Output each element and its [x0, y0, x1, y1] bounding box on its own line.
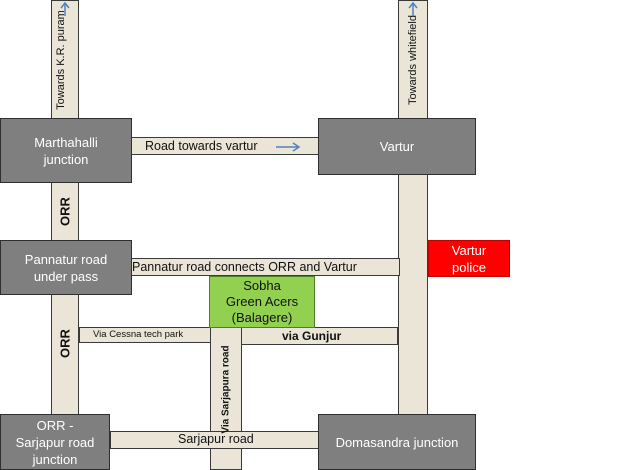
via-gunjur-label: via Gunjur — [282, 329, 342, 343]
towards-whitefield-label: Towards whitefield — [407, 15, 419, 105]
towards-kr-puram-label: Towards K.R. puram — [55, 10, 67, 110]
vartur-box: Vartur — [318, 118, 476, 175]
road-towards-vartur-label: Road towards vartur — [145, 139, 258, 153]
domasandra-junction-box: Domasandra junction — [318, 414, 476, 470]
up-arrow-icon — [408, 1, 418, 16]
up-arrow-icon — [60, 1, 70, 16]
marthahalli-junction-box: Marthahalli junction — [0, 118, 132, 183]
via-sarjapura-label: Via Sarjapura road — [220, 345, 232, 434]
right-arrow-icon — [276, 142, 301, 152]
via-cessna-label: Via Cessna tech park — [93, 329, 184, 340]
pannatur-underpass-box: Pannatur road under pass — [0, 240, 132, 295]
sobha-green-acers-box: Sobha Green Acers (Balagere) — [209, 276, 315, 328]
left-vertical-road — [51, 0, 79, 470]
orr-sarjapur-junction-box: ORR - Sarjapur road junction — [0, 414, 110, 470]
orr-upper-label: ORR — [57, 197, 73, 226]
right-vertical-road — [398, 0, 428, 470]
pannatur-road-label: Pannatur road connects ORR and Vartur — [132, 260, 357, 274]
vartur-police-box: Vartur police — [428, 240, 510, 277]
orr-lower-label: ORR — [57, 329, 73, 358]
sarjapur-road-label: Sarjapur road — [178, 432, 254, 446]
